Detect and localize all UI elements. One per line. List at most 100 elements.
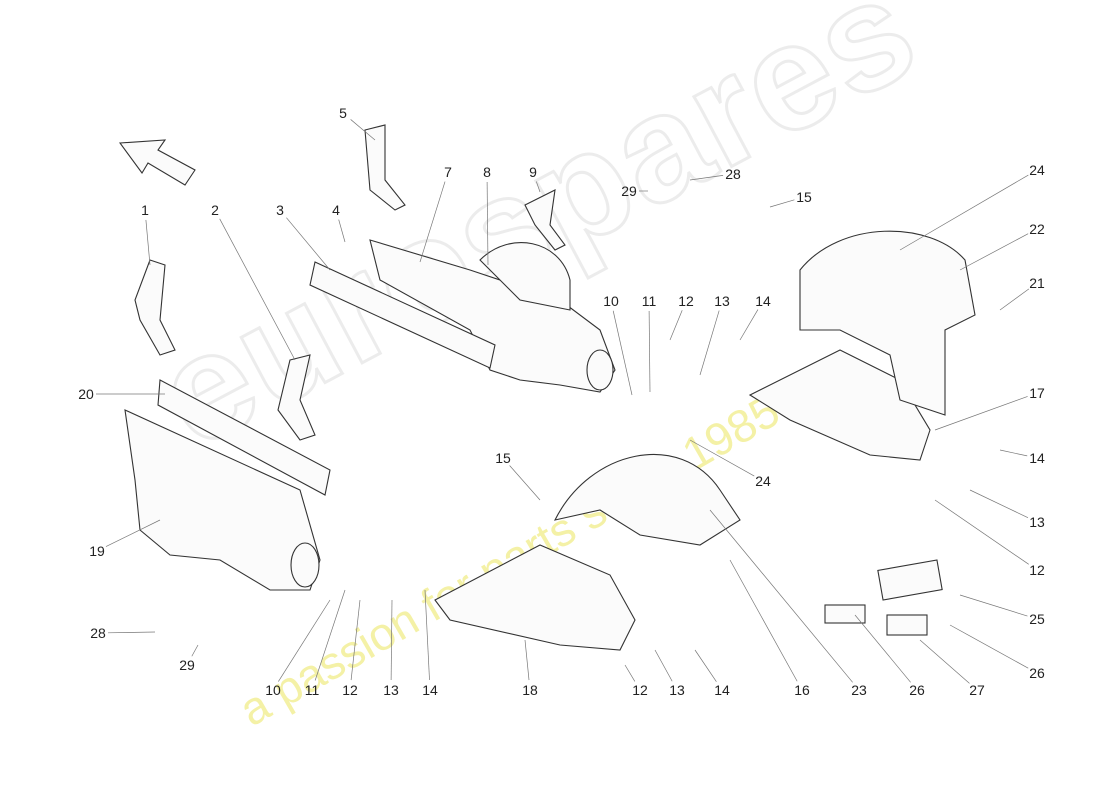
callout-12: 12 — [632, 682, 648, 698]
leader-line-10 — [278, 599, 331, 682]
leader-line-29 — [191, 644, 199, 657]
callout-10: 10 — [265, 682, 281, 698]
bracket-2 — [277, 354, 316, 441]
callout-25: 25 — [1029, 611, 1045, 627]
leader-line-12 — [624, 664, 636, 682]
callout-23: 23 — [851, 682, 867, 698]
callout-16: 16 — [794, 682, 810, 698]
callout-5: 5 — [339, 105, 347, 121]
leader-line-1 — [145, 219, 151, 266]
callout-18: 18 — [522, 682, 538, 698]
bracket-5 — [364, 124, 406, 211]
callout-15: 15 — [796, 189, 812, 205]
leader-line-9 — [535, 181, 541, 193]
heat-shield-right — [799, 230, 976, 416]
leader-line-22 — [959, 233, 1029, 271]
callout-13: 13 — [669, 682, 685, 698]
catalytic-converter-right — [748, 349, 931, 461]
leader-line-5 — [350, 119, 376, 141]
leader-line-11 — [648, 310, 651, 393]
direction-arrow-icon — [118, 139, 196, 186]
callout-14: 14 — [714, 682, 730, 698]
callout-19: 19 — [89, 543, 105, 559]
exhaust-manifold-upper — [369, 239, 616, 393]
callout-10: 10 — [603, 293, 619, 309]
callout-26: 26 — [909, 682, 925, 698]
leader-line-12 — [934, 499, 1029, 565]
callout-28: 28 — [725, 166, 741, 182]
leader-line-21 — [999, 288, 1030, 311]
leader-line-10 — [612, 310, 633, 396]
callout-11: 11 — [641, 293, 657, 309]
callout-4: 4 — [332, 202, 340, 218]
callout-12: 12 — [1029, 562, 1045, 578]
leader-line-16 — [729, 559, 798, 682]
leader-line-7 — [419, 181, 446, 263]
callout-12: 12 — [342, 682, 358, 698]
leader-line-13 — [390, 599, 393, 681]
bracket-9 — [524, 189, 566, 251]
callout-15: 15 — [495, 450, 511, 466]
callout-29: 29 — [621, 183, 637, 199]
callout-14: 14 — [1029, 450, 1045, 466]
control-unit-26 — [824, 604, 866, 624]
leader-line-24 — [689, 439, 755, 477]
leader-line-28 — [689, 175, 724, 181]
leader-line-3 — [286, 217, 331, 271]
callout-29: 29 — [179, 657, 195, 673]
exhaust-manifold-lower — [124, 409, 321, 591]
leader-line-17 — [934, 396, 1028, 431]
bracket-27 — [886, 614, 928, 636]
callout-2: 2 — [211, 202, 219, 218]
gasket-lower — [157, 379, 331, 496]
leader-line-13 — [654, 649, 673, 682]
callout-13: 13 — [714, 293, 730, 309]
leader-line-26 — [949, 624, 1029, 669]
callout-20: 20 — [78, 386, 94, 402]
leader-line-4 — [338, 219, 346, 243]
leader-line-15 — [769, 199, 795, 208]
leader-line-14 — [999, 449, 1028, 457]
leader-line-25 — [959, 594, 1028, 617]
leader-line-13 — [969, 489, 1029, 519]
leader-line-12 — [350, 599, 361, 681]
bracket-1 — [134, 259, 176, 356]
callout-14: 14 — [422, 682, 438, 698]
callout-17: 17 — [1029, 385, 1045, 401]
leader-line-28 — [107, 631, 156, 634]
callout-7: 7 — [444, 164, 452, 180]
callout-8: 8 — [483, 164, 491, 180]
leader-line-15 — [509, 465, 541, 501]
callout-13: 13 — [1029, 514, 1045, 530]
callout-28: 28 — [90, 625, 106, 641]
leader-line-14 — [739, 309, 759, 341]
callout-27: 27 — [969, 682, 985, 698]
callout-13: 13 — [383, 682, 399, 698]
callout-14: 14 — [755, 293, 771, 309]
callout-22: 22 — [1029, 221, 1045, 237]
leader-line-18 — [524, 639, 530, 681]
leader-line-19 — [105, 519, 161, 547]
leader-line-14 — [694, 649, 717, 682]
callout-24: 24 — [1029, 162, 1045, 178]
leader-line-13 — [699, 310, 720, 376]
callout-21: 21 — [1029, 275, 1045, 291]
control-unit-25 — [877, 559, 943, 601]
leader-line-2 — [219, 218, 296, 361]
leader-line-11 — [314, 589, 346, 681]
leader-line-12 — [669, 310, 683, 341]
callout-24: 24 — [755, 473, 771, 489]
callout-1: 1 — [141, 202, 149, 218]
gasket-upper — [309, 261, 496, 369]
catalytic-converter-left — [434, 544, 636, 651]
leader-line-23 — [709, 509, 853, 683]
callout-12: 12 — [678, 293, 694, 309]
callout-3: 3 — [276, 202, 284, 218]
leader-line-8 — [486, 181, 489, 266]
leader-line-24 — [899, 174, 1029, 251]
leader-line-26 — [854, 614, 911, 683]
callout-11: 11 — [304, 682, 320, 698]
leader-line-14 — [424, 589, 430, 681]
callout-9: 9 — [529, 164, 537, 180]
